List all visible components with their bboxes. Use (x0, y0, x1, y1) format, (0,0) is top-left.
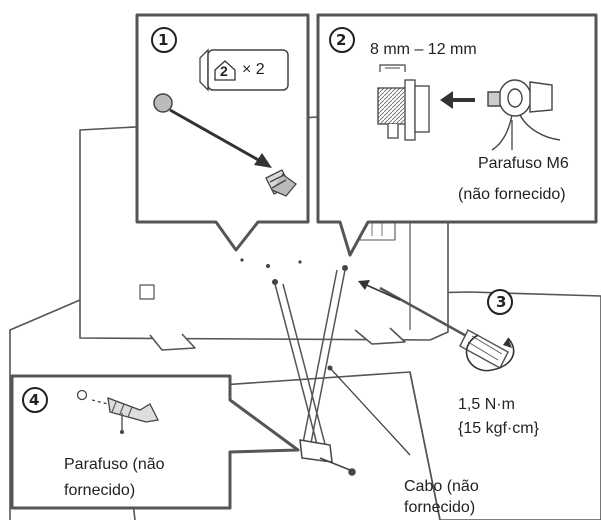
wall-screw-label-line1: Parafuso (não (64, 456, 165, 473)
callout-1 (135, 13, 310, 252)
m6-screw-label-line1: Parafuso M6 (478, 155, 569, 172)
cable-label-line2: fornecido) (404, 499, 476, 516)
wall-anchor (299, 439, 356, 476)
screw-length-dimension: 8 mm – 12 mm (370, 41, 477, 58)
step-number-4: 4 (29, 391, 40, 409)
torque-label-line2: {15 kgf·cm} (458, 420, 539, 437)
wall-screw-label-line2: fornecido) (64, 482, 136, 499)
cable-leader-line (329, 367, 411, 456)
direction-arrow-to-screw (361, 282, 401, 301)
step-number-3: 3 (496, 293, 507, 311)
step-number-2: 2 (336, 31, 347, 49)
callout-4 (10, 374, 300, 510)
m6-screw-label-line2: (não fornecido) (458, 186, 566, 203)
step-number-1: 1 (158, 31, 169, 49)
badge-quantity: × 2 (242, 61, 265, 78)
step-3-circle (487, 289, 513, 315)
callout-2 (316, 13, 598, 257)
cable-label-line1: Cabo (não (404, 478, 479, 495)
cables (274, 269, 346, 449)
badge-part-number: 2 (220, 63, 228, 79)
rotation-arrow (465, 334, 515, 372)
torque-label-line1: 1,5 N·m (458, 396, 515, 413)
mount-holes (240, 258, 348, 285)
